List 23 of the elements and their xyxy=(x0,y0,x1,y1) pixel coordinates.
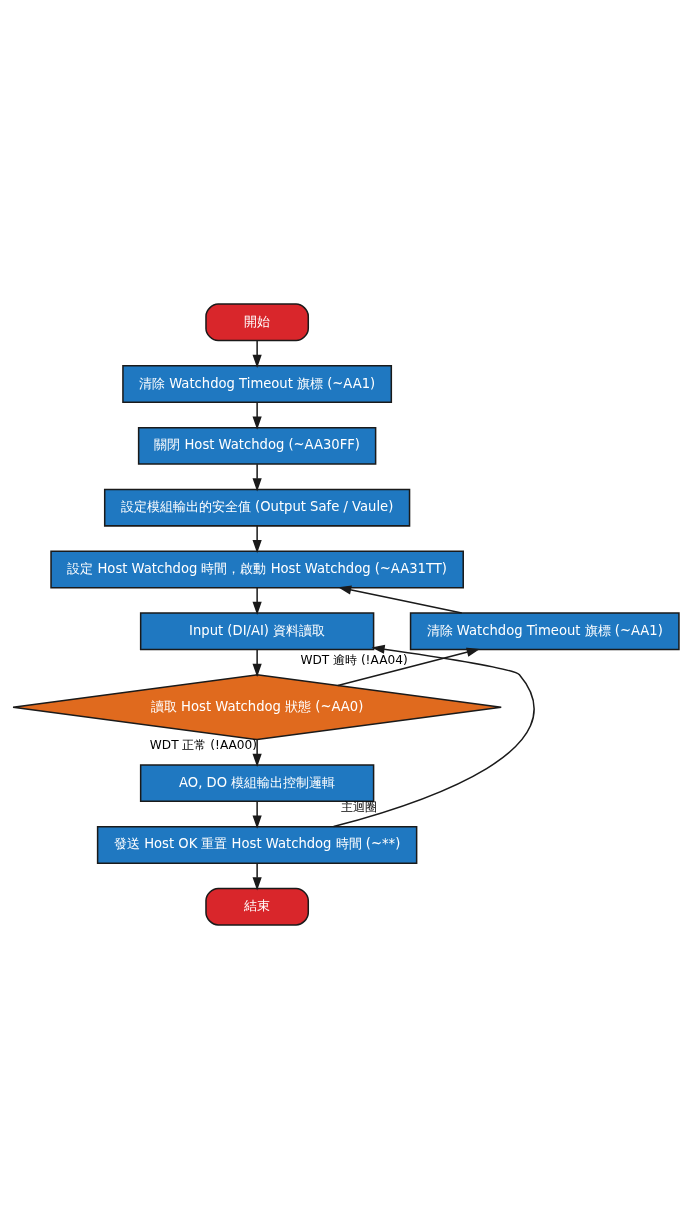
arrow xyxy=(252,525,262,554)
arrow xyxy=(252,649,262,677)
node-box: 設定 Host Watchdog 時間，啟動 Host Watchdog (~AA31TT) xyxy=(49,550,464,589)
arrow xyxy=(252,339,262,368)
node-box: AO, DO 模組輸出控制邏輯 xyxy=(139,764,374,803)
arrow xyxy=(336,647,480,687)
arrow xyxy=(332,644,535,828)
node-box: 發送 Host OK 重置 Host Watchdog 時間 (~**) xyxy=(96,825,417,864)
node-box: 結束 xyxy=(204,887,309,926)
node-box: Input (DI/AI) 資料讀取 xyxy=(139,612,374,651)
node-box: 關閉 Host Watchdog (~AA30FF) xyxy=(137,426,376,465)
arrow xyxy=(252,401,262,430)
arrow xyxy=(252,463,262,492)
arrow xyxy=(252,586,262,616)
arrow xyxy=(252,862,262,891)
node-box: 設定模組輸出的安全值 (Output Safe / Vaule) xyxy=(103,488,410,527)
node-box: 清除 Watchdog Timeout 旗標 (~AA1) xyxy=(409,612,680,651)
node-box: 開始 xyxy=(204,303,309,342)
node-box: 清除 Watchdog Timeout 旗標 (~AA1) xyxy=(121,365,392,404)
arrow xyxy=(337,585,462,614)
edge-label: WDT 逾時 (!AA04) xyxy=(299,653,408,668)
arrow xyxy=(252,739,262,767)
arrow xyxy=(252,800,262,829)
